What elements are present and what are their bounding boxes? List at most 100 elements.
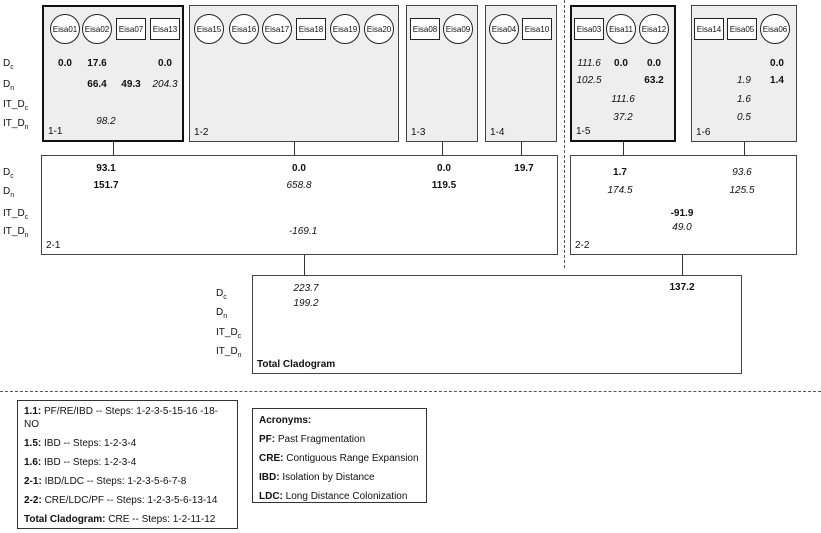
- dc-eisa06: 0.0: [770, 58, 784, 69]
- node-eisa15: Eisa15: [194, 14, 224, 44]
- dc-1-2: 0.0: [292, 163, 306, 174]
- row-label-dn-l1: Dn: [3, 79, 15, 92]
- row-label-itdc-l1: IT_Dc: [3, 99, 29, 112]
- node-eisa12: Eisa12: [639, 14, 669, 44]
- row-label-dn-total: Dn: [216, 307, 228, 320]
- dn-2-1: 199.2: [293, 298, 319, 309]
- dc-eisa13: 0.0: [158, 58, 172, 69]
- dn-eisa02: 66.4: [87, 79, 107, 90]
- acronym-ibd: IBD: Isolation by Distance: [259, 472, 375, 483]
- node-eisa06: Eisa06: [760, 14, 790, 44]
- row-label-itdc-total: IT_Dc: [216, 327, 242, 340]
- node-eisa05: Eisa05: [727, 18, 757, 40]
- connector-1-6: [744, 142, 745, 155]
- dn-eisa12: 63.2: [644, 75, 664, 86]
- itdc-1-6: 1.6: [737, 94, 751, 105]
- node-eisa01: Eisa01: [50, 14, 80, 44]
- row-label-dn-l2: Dn: [3, 186, 15, 199]
- dn-eisa05: 1.9: [737, 75, 751, 86]
- node-eisa11: Eisa11: [606, 14, 636, 44]
- clade-id: 1-6: [696, 127, 711, 138]
- legend-line-1-5: 1.5: IBD -- Steps: 1-2-3-4: [24, 438, 137, 449]
- itdn-2-2: 49.0: [672, 222, 692, 233]
- node-eisa14: Eisa14: [694, 18, 724, 40]
- node-eisa02: Eisa02: [82, 14, 112, 44]
- legend-line-1-1: 1.1: PF/RE/IBD -- Steps: 1-2-3-5-15-16 -…: [24, 406, 218, 430]
- itdc-2-2: -91.9: [670, 208, 694, 219]
- dc-eisa02: 17.6: [87, 58, 107, 69]
- acronyms-title: Acronyms:: [259, 415, 312, 426]
- clade-2-2: 2-2: [570, 155, 797, 255]
- clade-id: 1-4: [490, 127, 505, 138]
- total-cladogram: Total Cladogram: [252, 275, 742, 374]
- dc-1-3: 0.0: [437, 163, 451, 174]
- dn-1-1: 151.7: [93, 180, 119, 191]
- row-label-itdc-l2: IT_Dc: [3, 208, 29, 221]
- acronyms-legend: Acronyms: PF: Past Fragmentation CRE: Co…: [252, 408, 427, 503]
- total-cladogram-title: Total Cladogram: [257, 359, 336, 370]
- node-eisa16: Eisa16: [229, 14, 259, 44]
- row-label-dc-l1: Dc: [3, 58, 14, 71]
- itdc-1-5: 111.6: [611, 94, 635, 105]
- node-eisa13: Eisa13: [150, 18, 180, 40]
- connector-1-2: [294, 142, 295, 155]
- clade-id: 2-1: [46, 240, 61, 251]
- node-eisa07: Eisa07: [116, 18, 146, 40]
- acronym-ldc: LDC: Long Distance Colonization: [259, 491, 408, 502]
- dc-eisa11: 0.0: [614, 58, 628, 69]
- clade-id: 1-5: [576, 126, 591, 137]
- dn-1-3: 119.5: [431, 180, 457, 191]
- connector-2-1: [304, 255, 305, 275]
- dc-1-6: 93.6: [732, 167, 752, 178]
- itdn-1-5: 37.2: [613, 112, 633, 123]
- clade-id: 2-2: [575, 240, 590, 251]
- dn-eisa03: 102.5: [576, 75, 602, 86]
- acronym-pf: PF: Past Fragmentation: [259, 434, 366, 445]
- clade-id: 1-3: [411, 127, 426, 138]
- connector-2-2: [682, 255, 683, 275]
- dn-eisa07: 49.3: [121, 79, 141, 90]
- dc-eisa01: 0.0: [58, 58, 72, 69]
- inference-steps-legend: 1.1: PF/RE/IBD -- Steps: 1-2-3-5-15-16 -…: [17, 400, 238, 529]
- legend-line-2-1: 2-1: IBD/LDC -- Steps: 1-2-3-5-6-7-8: [24, 476, 187, 487]
- clade-2-1: 2-1: [41, 155, 558, 255]
- divider-horizontal: [0, 391, 821, 392]
- connector-1-1: [113, 142, 114, 155]
- node-eisa03: Eisa03: [574, 18, 604, 40]
- acronym-cre: CRE: Contiguous Range Expansion: [259, 453, 419, 464]
- node-eisa19: Eisa19: [330, 14, 360, 44]
- dc-2-2: 137.2: [669, 282, 695, 293]
- row-label-itdn-total: IT_Dn: [216, 346, 242, 359]
- dc-eisa03: 111.6: [577, 58, 601, 69]
- dc-1-5: 1.7: [613, 167, 627, 178]
- dn-1-6: 125.5: [729, 185, 755, 196]
- row-label-dc-total: Dc: [216, 288, 227, 301]
- legend-line-1-6: 1.6: IBD -- Steps: 1-2-3-4: [24, 457, 137, 468]
- clade-id: 1-2: [194, 127, 209, 138]
- legend-line-2-2: 2-2: CRE/LDC/PF -- Steps: 1-2-3-5-6-13-1…: [24, 495, 218, 506]
- node-eisa08: Eisa08: [410, 18, 440, 40]
- itdn-1-1: 98.2: [96, 116, 116, 127]
- divider-vertical: [564, 0, 565, 268]
- itdn-2-1: -169.1: [288, 226, 318, 237]
- node-eisa20: Eisa20: [364, 14, 394, 44]
- connector-1-5: [623, 142, 624, 155]
- row-label-dc-l2: Dc: [3, 167, 14, 180]
- node-eisa04: Eisa04: [489, 14, 519, 44]
- dn-eisa06: 1.4: [770, 75, 784, 86]
- node-eisa09: Eisa09: [443, 14, 473, 44]
- itdn-1-6: 0.5: [737, 112, 751, 123]
- clade-id: 1-1: [48, 126, 63, 137]
- connector-1-3: [442, 142, 443, 155]
- dc-eisa12: 0.0: [647, 58, 661, 69]
- connector-1-4: [521, 142, 522, 155]
- dn-1-2: 658.8: [286, 180, 312, 191]
- node-eisa10: Eisa10: [522, 18, 552, 40]
- node-eisa17: Eisa17: [262, 14, 292, 44]
- node-eisa18: Eisa18: [296, 18, 326, 40]
- dn-1-5: 174.5: [607, 185, 633, 196]
- dc-1-1: 93.1: [96, 163, 116, 174]
- dc-2-1: 223.7: [293, 283, 319, 294]
- dn-eisa13: 204.3: [152, 79, 178, 90]
- legend-line-total: Total Cladogram: CRE -- Steps: 1-2-11-12: [24, 514, 216, 525]
